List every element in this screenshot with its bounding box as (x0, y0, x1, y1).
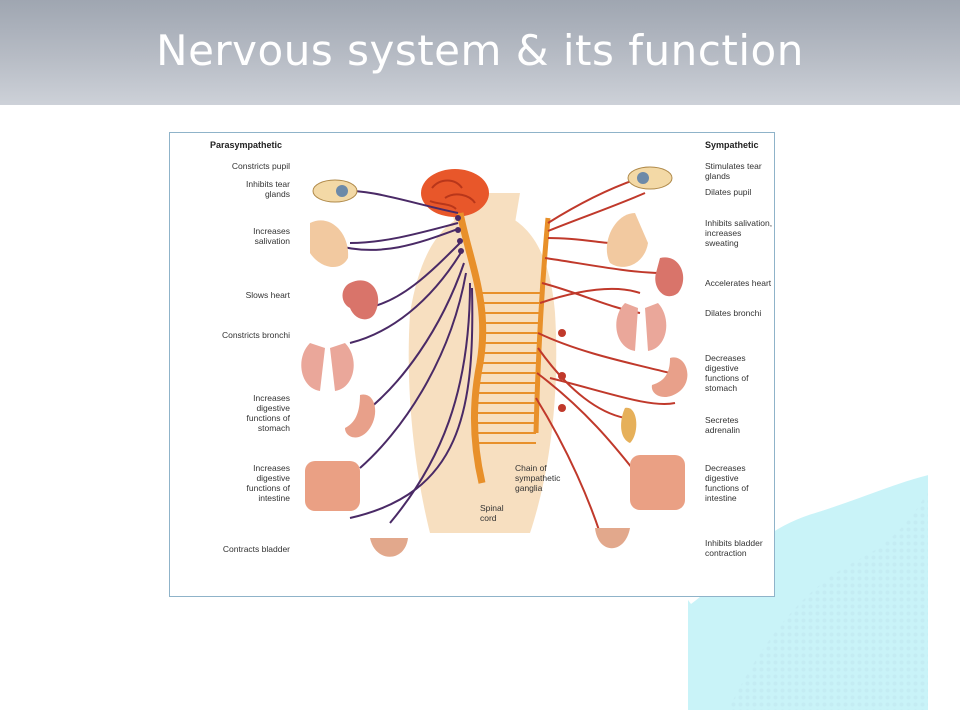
symp-label-7: Secretes adrenalin (705, 415, 740, 435)
symp-label-6: Decreases digestive functions of stomach (705, 353, 749, 393)
symp-label-2: Dilates pupil (705, 187, 752, 197)
symp-label-4: Accelerates heart (705, 278, 772, 288)
bladder-icon-right (595, 528, 630, 549)
sympathetic-ganglia (558, 329, 566, 412)
eye-icon-left (312, 179, 358, 203)
symp-label-1: Stimulates tear glands (705, 161, 762, 181)
parasympathetic-ganglia (455, 215, 464, 254)
para-label-5: Constricts bronchi (221, 330, 290, 340)
para-label-8: Contracts bladder (222, 544, 290, 554)
symp-label-5: Dilates bronchi (705, 308, 762, 318)
symp-label-3: Inhibits salivation, increases sweating (705, 218, 773, 248)
para-label-1: Constricts pupil (231, 161, 290, 171)
heart-icon-left (342, 280, 379, 320)
lungs-icon-left (301, 343, 354, 391)
ganglia-rungs (475, 292, 540, 444)
spinal-cord-label: Spinal cord (480, 503, 504, 523)
lungs-icon-right (616, 303, 667, 351)
chain-ganglia-label: Chain of sympathetic ganglia (515, 463, 561, 493)
bladder-icon-left (370, 538, 408, 557)
para-label-2: Inhibits tear glands (246, 179, 290, 199)
eye-icon-right (627, 166, 673, 190)
symp-label-9: Inhibits bladder contraction (705, 538, 763, 558)
autonomic-nervous-system-diagram: Parasympathetic Constricts pupil Inhibit… (169, 132, 775, 597)
symp-label-8: Decreases digestive functions of intesti… (705, 463, 749, 503)
para-label-6: Increases digestive functions of stomach (246, 393, 290, 433)
para-label-3: Increases salivation (253, 226, 290, 246)
parasympathetic-nerves (334, 189, 474, 524)
face-icon-left (310, 220, 349, 268)
stomach-icon-left (345, 394, 376, 438)
parasympathetic-header: Parasympathetic (210, 140, 283, 150)
face-icon-right (606, 213, 648, 267)
intestine-icon-right (630, 455, 685, 510)
brain-icon (421, 169, 489, 217)
heart-icon-right (655, 257, 684, 297)
para-label-7: Increases digestive functions of intesti… (246, 463, 290, 503)
intestine-icon-left (305, 461, 360, 511)
adrenal-icon-right (621, 407, 637, 443)
sympathetic-header: Sympathetic (705, 140, 759, 150)
title-bar (0, 0, 960, 105)
diagram-artwork (301, 166, 688, 557)
para-label-4: Slows heart (245, 290, 290, 300)
slide-title: Nervous system & its function (156, 26, 804, 75)
stomach-icon-right (651, 357, 688, 398)
sympathetic-chain (533, 217, 551, 434)
